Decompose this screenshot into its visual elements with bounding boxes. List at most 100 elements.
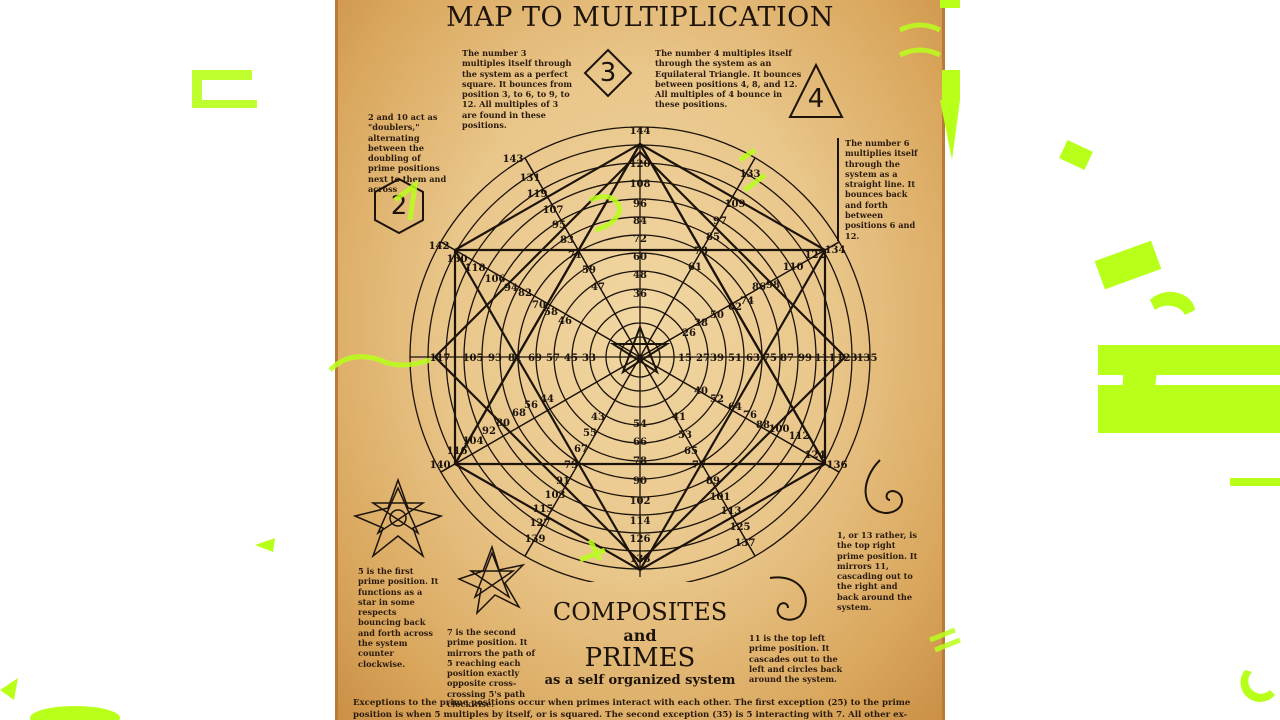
svg-text:51: 51 <box>728 353 742 364</box>
svg-text:15: 15 <box>678 353 692 364</box>
svg-text:118: 118 <box>465 263 486 274</box>
svg-text:76: 76 <box>743 410 757 421</box>
svg-text:111: 111 <box>815 353 836 364</box>
svg-text:143: 143 <box>503 154 524 165</box>
svg-text:101: 101 <box>710 492 731 503</box>
svg-text:144: 144 <box>630 126 651 137</box>
svg-text:99: 99 <box>798 353 812 364</box>
multiplication-map-diagram: 144 120 108 96 84 72 60 48 36 54 66 78 9… <box>409 126 878 582</box>
poster-title: MAP TO MULTIPLICATION <box>446 2 834 33</box>
svg-text:48: 48 <box>633 270 647 281</box>
poster-right-edge <box>942 0 945 720</box>
badge-three: 3 <box>583 48 633 98</box>
svg-text:90: 90 <box>633 476 647 487</box>
svg-text:139: 139 <box>525 534 546 545</box>
svg-text:137: 137 <box>735 538 756 549</box>
note-number-seven: 7 is the second prime position. It mirro… <box>447 627 536 710</box>
svg-text:71: 71 <box>568 250 582 261</box>
svg-text:105: 105 <box>463 353 484 364</box>
svg-text:84: 84 <box>633 216 647 227</box>
note-number-three: The number 3 multiples itself through th… <box>462 48 572 131</box>
svg-text:63: 63 <box>746 353 760 364</box>
heading-and: and <box>623 626 657 645</box>
svg-text:81: 81 <box>508 353 522 364</box>
svg-text:136: 136 <box>827 460 848 471</box>
note-number-five: 5 is the first prime position. It functi… <box>358 566 439 669</box>
diamond-icon <box>583 48 633 98</box>
badge-four: 4 <box>787 62 845 120</box>
svg-text:104: 104 <box>463 436 484 447</box>
note-number-four: The number 4 multiples itself through th… <box>655 48 802 110</box>
svg-text:45: 45 <box>564 353 578 364</box>
svg-text:114: 114 <box>630 516 651 527</box>
svg-text:38: 38 <box>694 318 708 329</box>
svg-text:79: 79 <box>564 460 578 471</box>
svg-text:66: 66 <box>633 437 647 448</box>
svg-text:50: 50 <box>710 310 724 321</box>
svg-text:86: 86 <box>752 282 766 293</box>
svg-text:85: 85 <box>706 232 720 243</box>
svg-text:58: 58 <box>544 307 558 318</box>
note-number-eleven: 11 is the top left prime position. It ca… <box>749 633 843 685</box>
svg-text:112: 112 <box>789 431 810 442</box>
svg-text:116: 116 <box>447 446 468 457</box>
svg-text:135: 135 <box>857 353 878 364</box>
hexagon-icon <box>374 177 424 235</box>
svg-text:47: 47 <box>591 282 605 293</box>
svg-text:103: 103 <box>545 490 566 501</box>
svg-text:80: 80 <box>496 418 510 429</box>
svg-text:93: 93 <box>488 353 502 364</box>
svg-text:97: 97 <box>713 216 727 227</box>
svg-text:72: 72 <box>633 234 647 245</box>
svg-text:26: 26 <box>682 328 696 339</box>
heading-composites: COMPOSITES <box>552 598 728 626</box>
svg-text:106: 106 <box>485 274 506 285</box>
svg-text:127: 127 <box>530 518 551 529</box>
svg-text:95: 95 <box>552 220 566 231</box>
svg-text:138: 138 <box>630 554 651 565</box>
svg-text:39: 39 <box>710 353 724 364</box>
note-number-six: The number 6 multiplies itself through t… <box>837 138 927 241</box>
svg-text:102: 102 <box>630 496 651 507</box>
svg-text:120: 120 <box>630 159 651 170</box>
svg-text:75: 75 <box>763 353 777 364</box>
svg-text:53: 53 <box>678 430 692 441</box>
svg-text:46: 46 <box>558 316 572 327</box>
svg-text:68: 68 <box>512 408 526 419</box>
svg-text:60: 60 <box>633 252 647 263</box>
svg-text:117: 117 <box>430 353 451 364</box>
svg-text:119: 119 <box>527 189 548 200</box>
svg-text:56: 56 <box>524 400 538 411</box>
svg-text:59: 59 <box>582 265 596 276</box>
svg-text:64: 64 <box>728 402 742 413</box>
triangle-icon <box>788 62 844 118</box>
svg-text:113: 113 <box>721 506 742 517</box>
svg-text:123: 123 <box>837 353 858 364</box>
star-five-icon <box>353 478 443 558</box>
svg-text:27: 27 <box>696 353 710 364</box>
svg-text:96: 96 <box>633 199 647 210</box>
note-number-two: 2 and 10 act as "doublers," alternating … <box>368 112 447 195</box>
svg-text:83: 83 <box>560 235 574 246</box>
note-number-one: 1, or 13 rather, is the top right prime … <box>837 530 918 613</box>
svg-text:98: 98 <box>766 280 780 291</box>
svg-text:94: 94 <box>504 283 518 294</box>
svg-text:52: 52 <box>710 394 724 405</box>
star-seven-icon <box>457 545 526 615</box>
svg-text:126: 126 <box>630 534 651 545</box>
svg-text:40: 40 <box>694 386 708 397</box>
svg-text:61: 61 <box>688 262 702 273</box>
svg-text:69: 69 <box>528 353 542 364</box>
svg-text:124: 124 <box>805 450 826 461</box>
svg-text:110: 110 <box>783 262 804 273</box>
heading-subtitle: as a self organized system <box>544 673 736 688</box>
svg-text:134: 134 <box>825 245 846 256</box>
svg-text:44: 44 <box>540 394 554 405</box>
svg-text:77: 77 <box>692 460 706 471</box>
svg-text:73: 73 <box>694 246 708 257</box>
heading-primes: PRIMES <box>584 643 696 673</box>
spiral-left-icon <box>769 576 807 621</box>
svg-text:140: 140 <box>430 460 451 471</box>
svg-text:78: 78 <box>633 456 647 467</box>
svg-text:88: 88 <box>756 420 770 431</box>
